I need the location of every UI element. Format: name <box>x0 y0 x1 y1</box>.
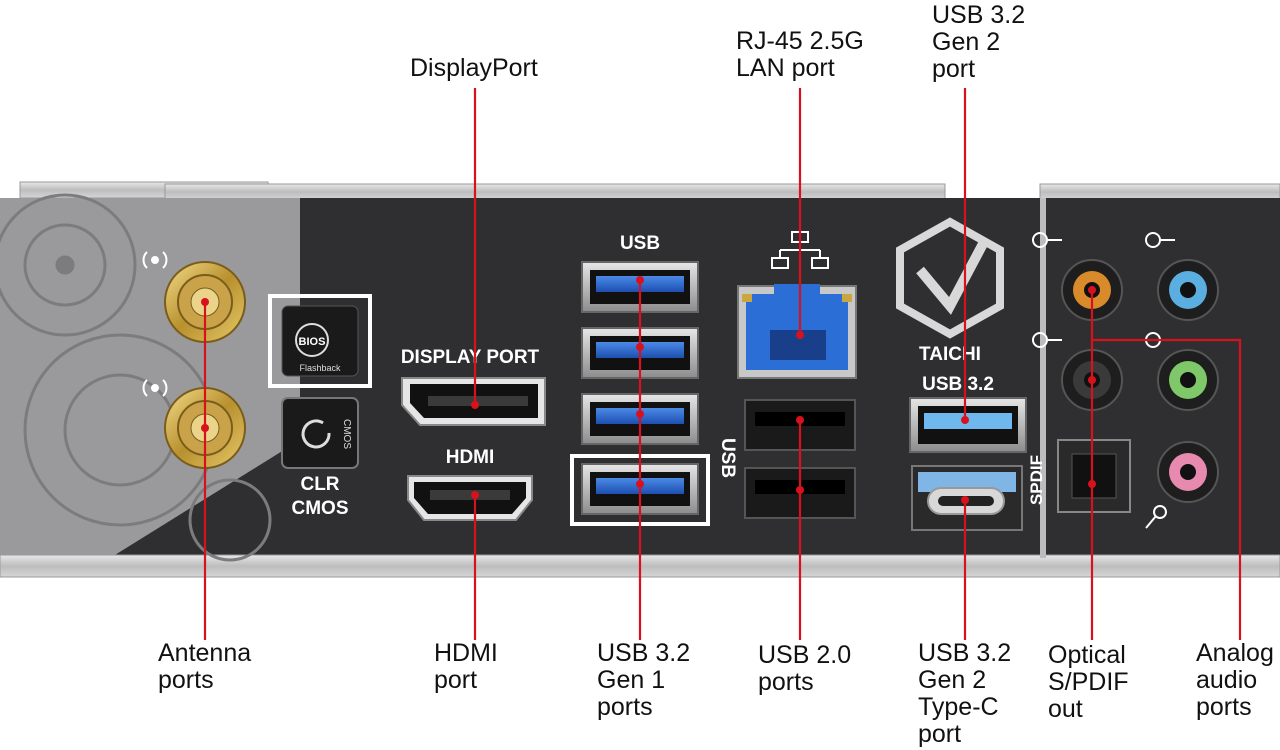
hdmi-panel-label: HDMI <box>446 447 495 468</box>
taichi-logo <box>896 217 1004 339</box>
leader-lines <box>201 88 1242 640</box>
usb-vertical-label: USB <box>717 438 738 478</box>
usb32-panel-label: USB 3.2 <box>922 374 994 395</box>
callout-optical-spdif: Optical S/PDIF out <box>1048 641 1129 723</box>
callout-displayport: DisplayPort <box>410 54 538 82</box>
callout-antenna: Antenna ports <box>158 639 252 694</box>
audio-jack-pink <box>1157 441 1219 503</box>
callout-analog-audio: Analog audio ports <box>1196 639 1274 721</box>
wifi-signal-icon <box>142 251 168 397</box>
hdmi-connector <box>407 475 533 521</box>
callout-rj45-lan: RJ-45 2.5G LAN port <box>736 27 864 82</box>
callout-usb-gen1: USB 3.2 Gen 1 ports <box>597 639 691 721</box>
display-port-panel-label: DISPLAY PORT <box>401 347 540 368</box>
rj45-lan-connector <box>737 284 857 379</box>
usb-gen2-typea-port <box>909 397 1027 453</box>
microphone-icon <box>1145 505 1167 529</box>
cmos-label: CMOS <box>341 419 352 449</box>
taichi-brand-label: TAICHI <box>919 344 981 365</box>
spdif-panel-label: SPDIF <box>1027 455 1046 505</box>
usb-panel-label: USB <box>620 233 660 254</box>
clr-cmos-button: CMOS <box>281 397 359 469</box>
audio-jack-blue <box>1157 259 1219 321</box>
flashback-label: Flashback <box>299 363 341 373</box>
audio-jack-green <box>1157 349 1219 411</box>
callout-usb20: USB 2.0 ports <box>758 641 852 696</box>
bios-flashback-button: BIOS Flashback <box>268 294 372 388</box>
callout-usb-gen2-port: USB 3.2 Gen 2 port <box>932 1 1026 83</box>
optical-spdif-port <box>1057 439 1131 513</box>
bios-label: BIOS <box>299 336 326 348</box>
usb-typec-port <box>911 465 1023 531</box>
callout-hdmi: HDMI port <box>434 639 498 694</box>
callout-usb-typec: USB 3.2 Gen 2 Type-C port <box>918 639 1012 748</box>
